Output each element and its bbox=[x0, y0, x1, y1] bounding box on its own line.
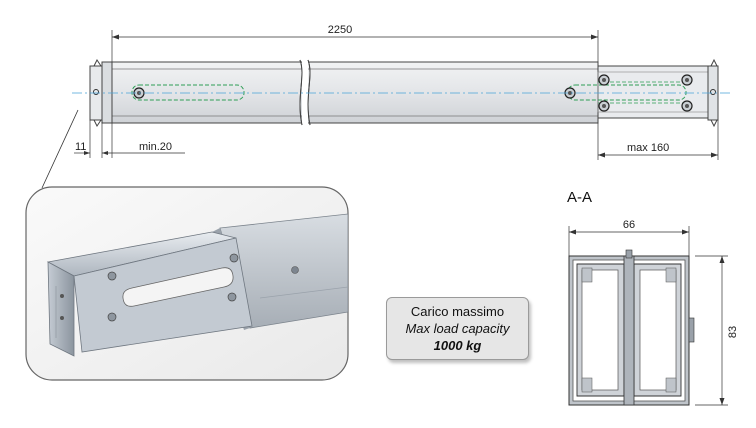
section-label: A-A bbox=[567, 189, 592, 206]
load-capacity-box: Carico massimo Max load capacity 1000 kg bbox=[386, 297, 529, 360]
dimension-section-width: 66 bbox=[568, 219, 690, 256]
bolt bbox=[598, 100, 610, 112]
right-extension bbox=[597, 65, 711, 119]
photo-slot bbox=[122, 267, 234, 307]
bolt bbox=[681, 74, 693, 86]
capacity-line-english: Max load capacity bbox=[405, 321, 510, 336]
dimension-left-end: 11 min.20 bbox=[74, 120, 185, 158]
dim-label-section-width: 66 bbox=[623, 219, 635, 231]
left-slot bbox=[131, 84, 245, 101]
bolt bbox=[681, 100, 693, 112]
bolt bbox=[598, 74, 610, 86]
dim-label-min-extension: min.20 bbox=[139, 141, 172, 153]
section-view: A-A 66 83 bbox=[567, 189, 739, 406]
dimension-total-length: 2250 bbox=[111, 24, 599, 62]
dim-label-max-extension: max 160 bbox=[627, 142, 669, 154]
dim-label-total-length: 2250 bbox=[328, 24, 352, 36]
capacity-line-italian: Carico massimo bbox=[410, 304, 505, 319]
product-photo bbox=[25, 186, 349, 381]
capacity-value: 1000 kg bbox=[433, 338, 482, 353]
leader-line bbox=[41, 109, 79, 189]
dim-label-end-offset: 11 bbox=[75, 141, 86, 153]
profile-body bbox=[111, 61, 599, 124]
dim-label-section-height: 83 bbox=[727, 326, 739, 338]
top-view: 2250 11 min.20 max 160 bbox=[41, 24, 730, 189]
dimension-section-height: 83 bbox=[695, 255, 739, 406]
dimension-max-extension: max 160 bbox=[597, 120, 719, 160]
